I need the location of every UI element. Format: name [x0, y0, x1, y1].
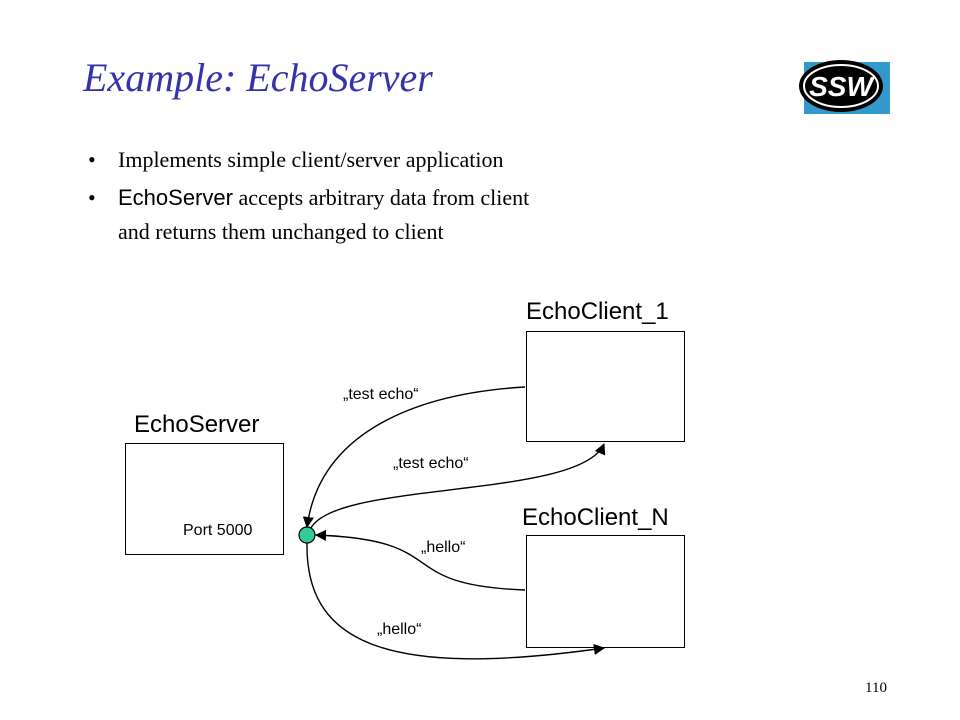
- client-n-box: [526, 535, 685, 648]
- bullet-dot: •: [88, 185, 96, 210]
- bullet-text: Implements simple client/server applicat…: [118, 147, 504, 172]
- ssw-logo: SSW: [799, 60, 890, 114]
- server-label: EchoServer: [134, 411, 260, 438]
- bullet-code-text: EchoServer: [118, 185, 233, 210]
- message-label: „test echo“: [343, 386, 419, 403]
- logo-text: SSW: [809, 71, 875, 102]
- bullet-text: accepts arbitrary data from client: [232, 185, 530, 210]
- client-1-label: EchoClient_1: [526, 298, 669, 325]
- server-box: Port 5000: [125, 443, 284, 555]
- bullet-continuation: and returns them unchanged to client: [118, 219, 444, 244]
- bullet-dot: •: [88, 147, 96, 172]
- client-1-box: [526, 331, 685, 442]
- page-number: 110: [865, 680, 887, 696]
- arrow-hello-reply: [306, 541, 606, 660]
- message-label: „test echo“: [393, 455, 469, 472]
- bullet-item: • Implements simple client/server applic…: [88, 144, 788, 176]
- bullet-item: • EchoServer accepts arbitrary data from…: [88, 182, 788, 214]
- arrow-hello-request: [314, 529, 526, 591]
- port-node: [298, 526, 316, 544]
- port-label: Port 5000: [183, 522, 253, 539]
- message-label: „hello“: [421, 539, 466, 556]
- message-label: „hello“: [377, 621, 422, 638]
- slide-title: Example: EchoServer: [83, 55, 433, 100]
- arrow-test-echo-reply: [309, 442, 606, 531]
- client-n-label: EchoClient_N: [522, 504, 669, 531]
- arrow-test-echo-request: [302, 386, 526, 529]
- bullet-list: • Implements simple client/server applic…: [88, 144, 788, 248]
